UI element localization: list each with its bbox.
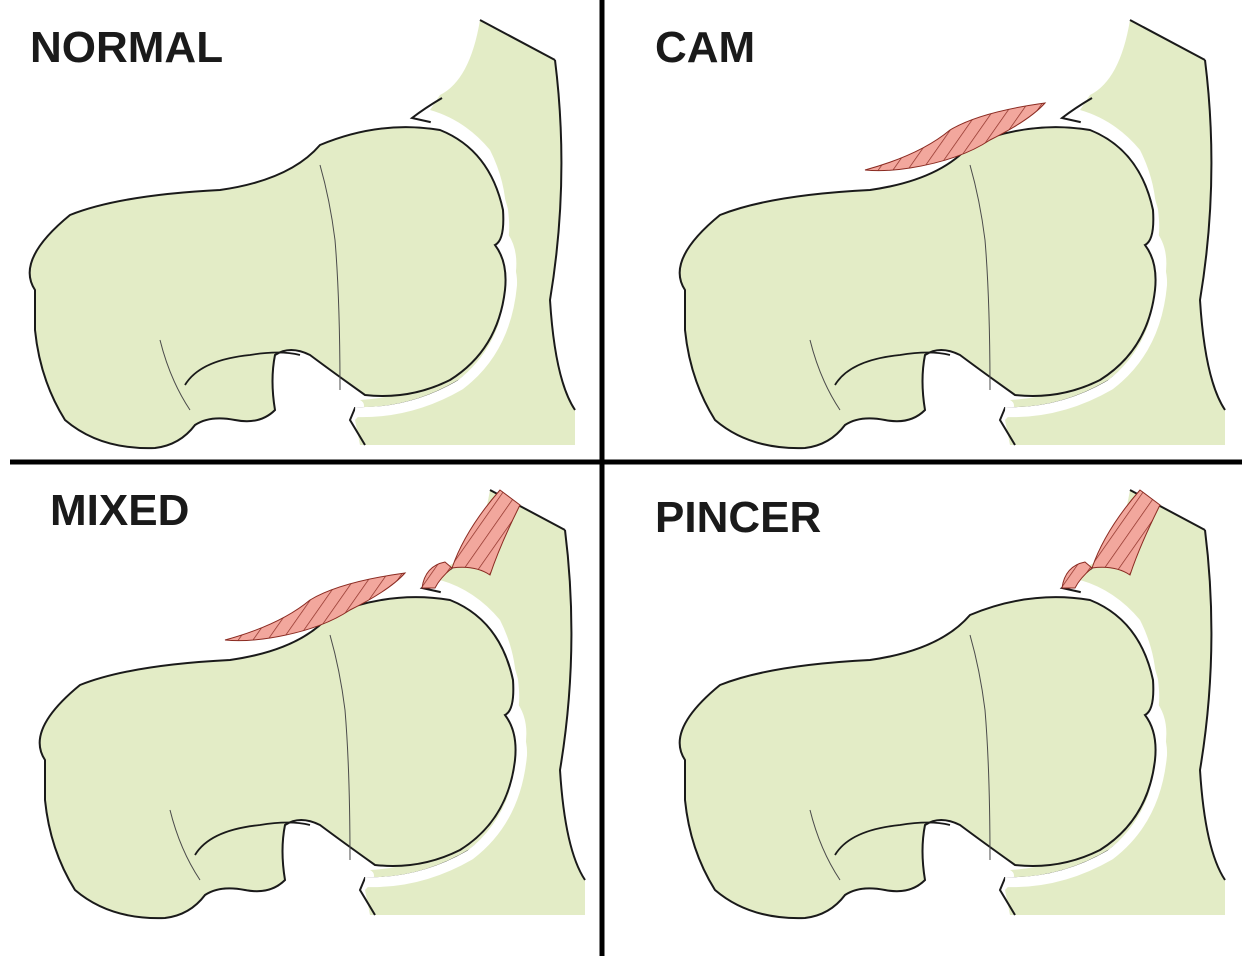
panel-pincer: PINCER — [655, 490, 1225, 918]
panel-cam: CAM — [655, 20, 1225, 448]
panel-label-cam: CAM — [655, 23, 755, 72]
panel-label-mixed: MIXED — [50, 486, 189, 535]
panel-label-normal: NORMAL — [30, 23, 223, 72]
panel-label-pincer: PINCER — [655, 493, 821, 542]
panel-mixed: MIXED — [40, 486, 585, 918]
panel-normal: NORMAL — [30, 20, 575, 448]
